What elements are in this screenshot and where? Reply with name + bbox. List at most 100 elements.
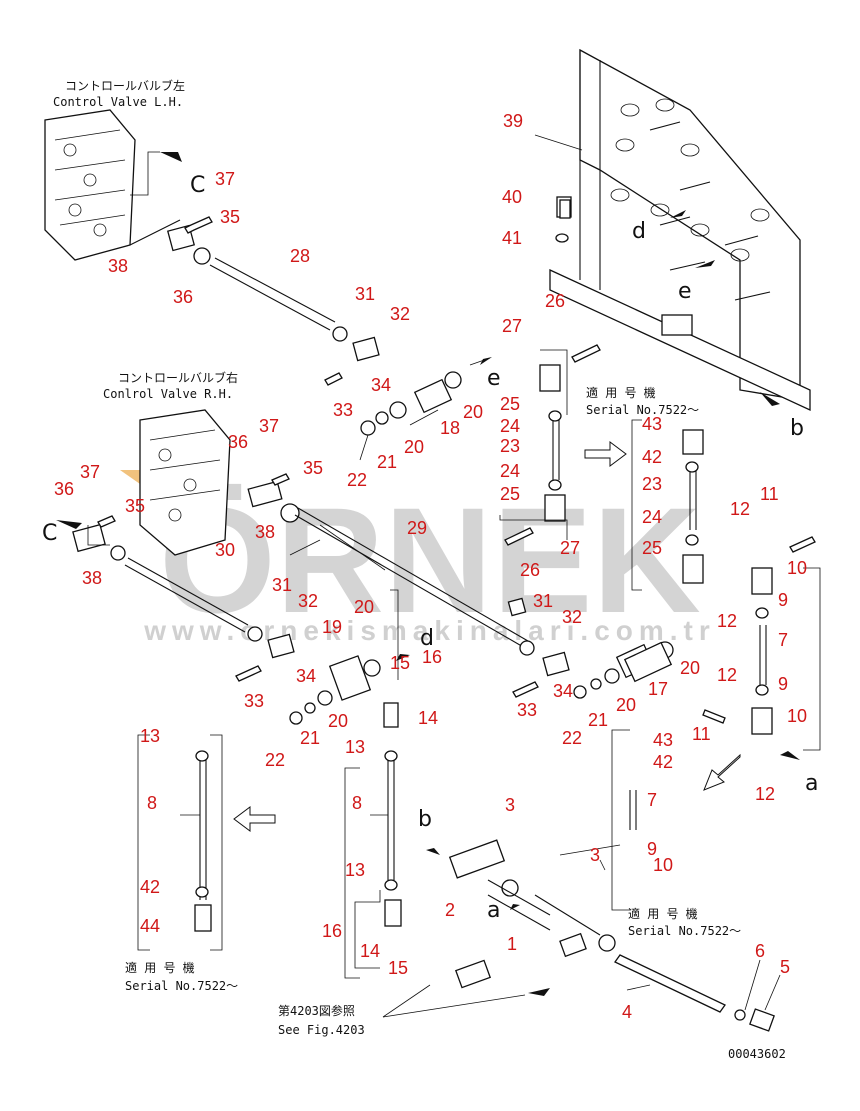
view-letter-e-1: e [678, 279, 692, 304]
callout-24: 24 [500, 461, 520, 481]
callout-15: 15 [388, 958, 408, 978]
callout-32: 32 [562, 607, 582, 627]
bolt-37b [271, 473, 290, 486]
callout-31: 31 [272, 575, 292, 595]
callout-21: 21 [588, 710, 608, 730]
callout-18: 18 [440, 418, 460, 438]
note-see-fig-en: See Fig.4203 [278, 1023, 365, 1037]
callout-28: 28 [290, 246, 310, 266]
control-valve-rh [72, 409, 300, 561]
note-serial-jp-2: 適 用 号 機 [628, 906, 698, 921]
callout-36: 36 [228, 432, 248, 452]
callout-34: 34 [296, 666, 316, 686]
callout-22: 22 [265, 750, 285, 770]
bolt-33a [324, 372, 343, 386]
drawing-number: 00043602 [728, 1047, 786, 1061]
view-letter-c-1: C [190, 173, 205, 198]
note-control-valve-rh-jp: コントロールバルブ右 [118, 370, 238, 385]
callout-37: 37 [259, 416, 279, 436]
callout-21: 21 [377, 452, 397, 472]
callout-33: 33 [244, 691, 264, 711]
view-letter-a-2: a [487, 898, 500, 923]
callout-20: 20 [616, 695, 636, 715]
callout-41: 41 [502, 228, 522, 248]
bolts [97, 199, 816, 724]
callout-20: 20 [354, 597, 374, 617]
note-serial-jp-1: 適 用 号 機 [586, 385, 656, 400]
callout-22: 22 [347, 470, 367, 490]
callout-14: 14 [418, 708, 438, 728]
callout-15: 15 [390, 653, 410, 673]
callout-34: 34 [371, 375, 391, 395]
note-serial-en-2: Serial No.7522～ [628, 924, 741, 938]
bolt-40 [559, 199, 571, 219]
bolt-37c [97, 515, 116, 528]
callout-36: 36 [173, 287, 193, 307]
callout-29: 29 [407, 518, 427, 538]
callout-33: 33 [333, 400, 353, 420]
callout-20: 20 [680, 658, 700, 678]
callout-32: 32 [390, 304, 410, 324]
callout-38: 38 [82, 568, 102, 588]
callout-8: 8 [352, 793, 362, 813]
callout-43: 43 [642, 414, 662, 434]
view-letter-b-1: b [790, 416, 804, 441]
callout-9: 9 [778, 674, 788, 694]
bolt-11b [702, 709, 726, 724]
note-serial-en-3: Serial No.7522～ [125, 979, 238, 993]
callout-32: 32 [298, 591, 318, 611]
callout-8: 8 [147, 793, 157, 813]
callout-44: 44 [140, 916, 160, 936]
view-arrows [56, 151, 800, 1018]
callout-13: 13 [140, 726, 160, 746]
view-letter-e-2: e [487, 366, 501, 391]
bracket-39-drawing [549, 48, 811, 412]
callout-42: 42 [653, 752, 673, 772]
callout-12: 12 [755, 784, 775, 804]
callout-9: 9 [778, 590, 788, 610]
callout-11: 11 [692, 724, 711, 744]
callout-35: 35 [220, 207, 240, 227]
callout-24: 24 [642, 507, 662, 527]
callout-11: 11 [760, 484, 779, 504]
view-letter-b-2: b [418, 807, 432, 832]
callout-3: 3 [505, 795, 515, 815]
bolt-26a [571, 344, 601, 363]
callout-26: 26 [520, 560, 540, 580]
callout-33: 33 [517, 700, 537, 720]
callout-23: 23 [500, 436, 520, 456]
callout-7: 7 [647, 790, 657, 810]
view-letters: C C d d e e b b a a [42, 173, 818, 923]
callout-37: 37 [215, 169, 235, 189]
callout-12: 12 [730, 499, 750, 519]
callout-7: 7 [778, 630, 788, 650]
bolt-33b [235, 665, 262, 682]
callout-40: 40 [502, 187, 522, 207]
callout-16: 16 [322, 921, 342, 941]
callout-36: 36 [54, 479, 74, 499]
rods [124, 257, 767, 1013]
note-serial-en-1: Serial No.7522～ [586, 403, 699, 417]
callout-6: 6 [755, 941, 765, 961]
bolt-37a [184, 216, 213, 234]
callout-37: 37 [80, 462, 100, 482]
callout-42: 42 [140, 877, 160, 897]
callout-16: 16 [422, 647, 442, 667]
callout-25: 25 [500, 394, 520, 414]
callout-2: 2 [445, 900, 455, 920]
callout-21: 21 [300, 728, 320, 748]
callout-23: 23 [642, 474, 662, 494]
callout-10: 10 [787, 706, 807, 726]
callout-20: 20 [404, 437, 424, 457]
callout-5: 5 [780, 957, 790, 977]
callout-12: 12 [717, 665, 737, 685]
callout-3: 3 [590, 845, 600, 865]
watermark-url: www.ornekismakinalari.com.tr [143, 615, 716, 646]
callout-43: 43 [653, 730, 673, 750]
view-letter-c-2: C [42, 521, 57, 546]
view-letter-d-2: d [420, 626, 434, 651]
callout-22: 22 [562, 728, 582, 748]
watermark-brand: ÖRNEK [159, 476, 701, 644]
callout-27: 27 [502, 316, 522, 336]
callout-13: 13 [345, 860, 365, 880]
